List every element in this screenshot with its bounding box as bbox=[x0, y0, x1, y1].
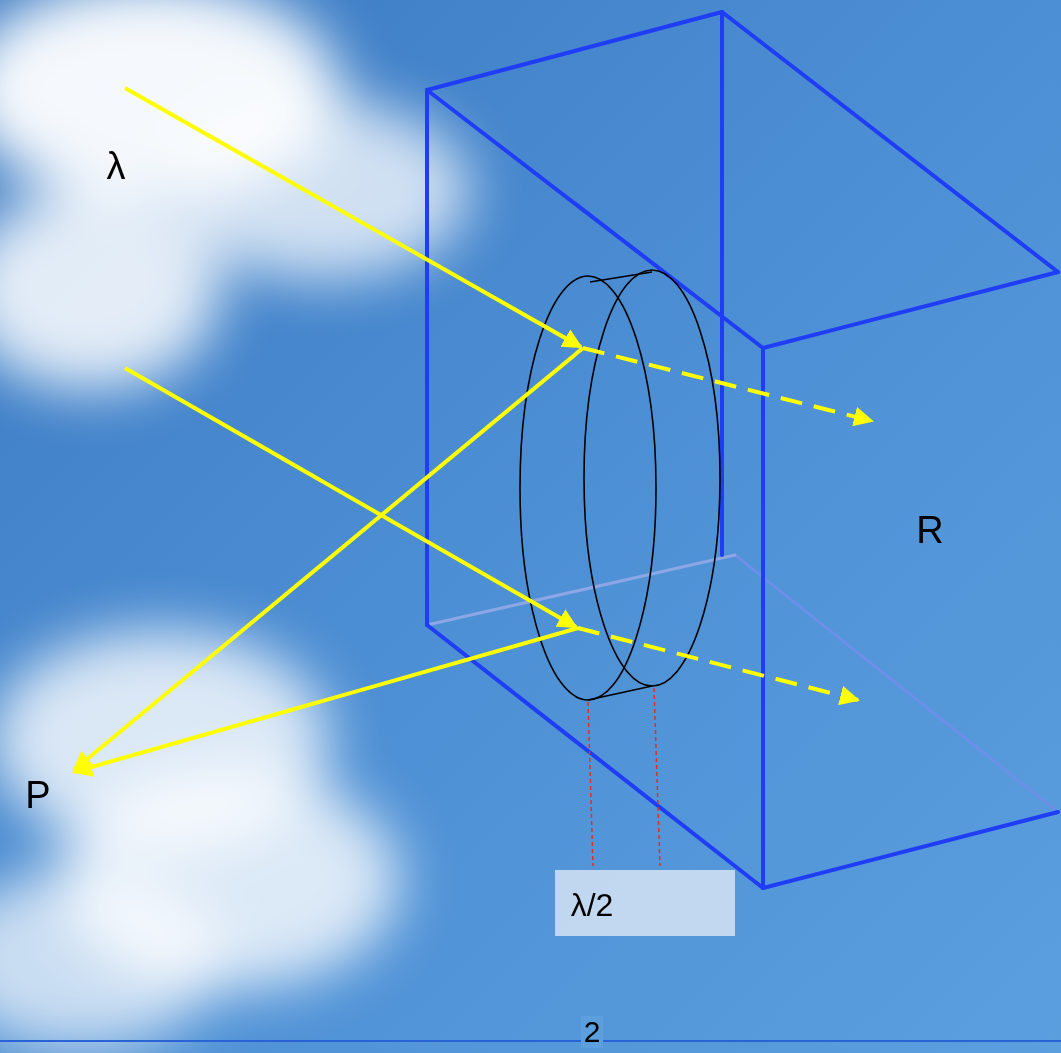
figure-label: 2 bbox=[581, 1016, 604, 1048]
box-edge bbox=[427, 555, 735, 625]
dimension-line bbox=[588, 702, 593, 866]
transmitted-ray bbox=[583, 348, 872, 421]
disc-face bbox=[520, 276, 656, 700]
box-wireframe bbox=[427, 12, 1058, 888]
box-edge bbox=[722, 12, 1058, 272]
light-rays bbox=[74, 88, 872, 772]
box-edge bbox=[763, 272, 1058, 348]
box-edge bbox=[425, 90, 429, 625]
cloud bbox=[0, 190, 220, 390]
box-edge bbox=[763, 812, 1058, 888]
label-patch bbox=[555, 870, 735, 936]
incident-ray bbox=[125, 368, 576, 627]
dimension-line bbox=[654, 688, 660, 866]
incident-ray bbox=[125, 88, 581, 347]
reflected-ray bbox=[74, 628, 578, 772]
box-edge bbox=[427, 90, 763, 348]
disc-edge bbox=[590, 272, 652, 282]
figure-label: λ/2 bbox=[568, 888, 617, 922]
figure-label: λ bbox=[104, 146, 129, 186]
disc-face bbox=[584, 270, 720, 686]
disc-edge bbox=[588, 686, 652, 700]
figure-label: R bbox=[913, 510, 946, 550]
transmitted-ray bbox=[578, 628, 858, 700]
box-edge bbox=[735, 555, 1058, 812]
box-edge bbox=[761, 348, 765, 888]
dimension-lines bbox=[588, 688, 660, 866]
figure-label: P bbox=[22, 775, 53, 815]
reflected-ray bbox=[74, 348, 583, 770]
box-edge bbox=[427, 12, 722, 90]
baseline bbox=[0, 1040, 1061, 1042]
cloud bbox=[0, 870, 220, 1050]
